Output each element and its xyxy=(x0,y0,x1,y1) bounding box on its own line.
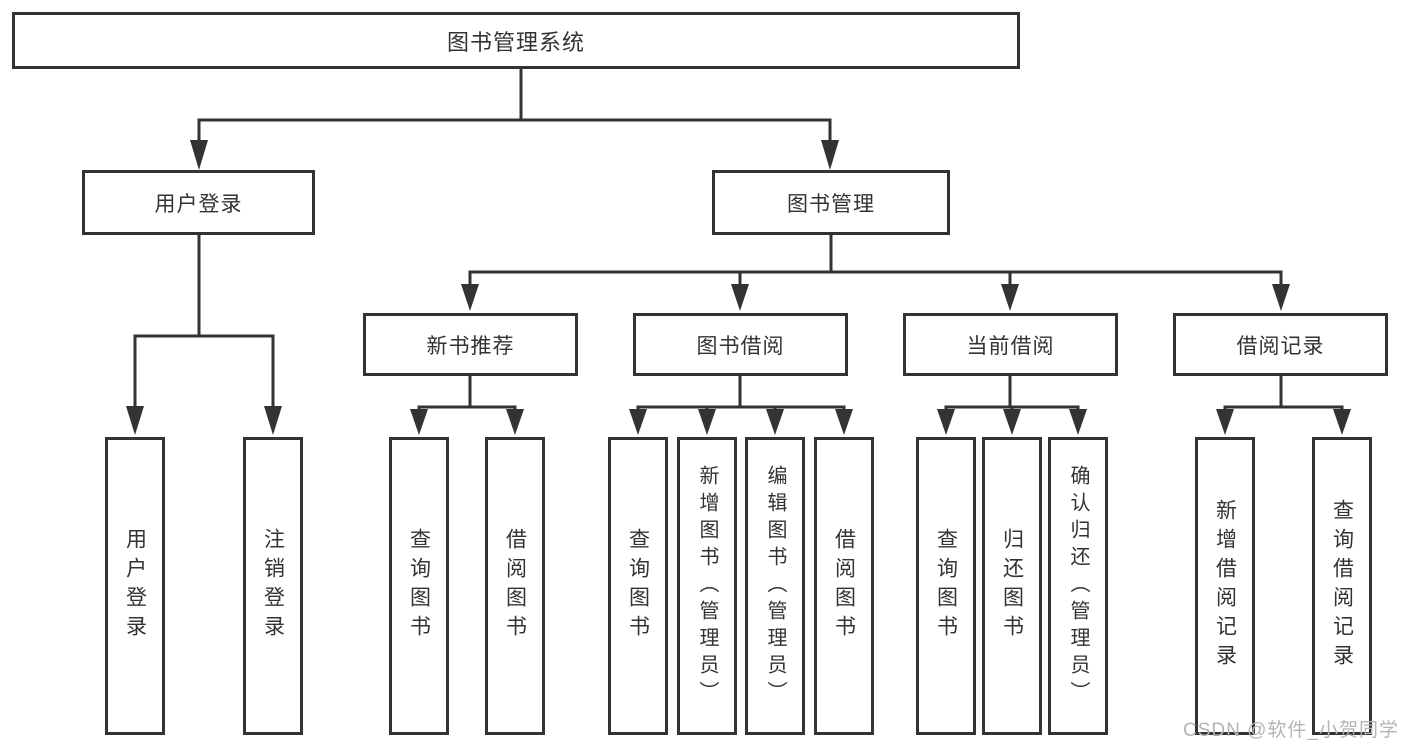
leaf-label: 查询图书 xyxy=(934,528,958,644)
leaf-confirm-return-admin: 确认归还（管理员） xyxy=(1048,437,1108,735)
leaf-query-borrow-record: 查询借阅记录 xyxy=(1312,437,1372,735)
leaf-borrow-books-recommend: 借阅图书 xyxy=(485,437,545,735)
node-current-borrowing: 当前借阅 xyxy=(903,313,1118,376)
node-root-library-system: 图书管理系统 xyxy=(12,12,1020,69)
leaf-query-books-current: 查询图书 xyxy=(916,437,976,735)
leaf-label: 查询借阅记录 xyxy=(1330,499,1354,673)
leaf-borrow-books: 借阅图书 xyxy=(814,437,874,735)
leaf-query-books-borrowing: 查询图书 xyxy=(608,437,668,735)
leaf-label: 编辑图书（管理员） xyxy=(764,464,786,708)
leaf-label: 归还图书 xyxy=(1000,528,1024,644)
leaf-label: 借阅图书 xyxy=(832,528,856,644)
leaf-label: 查询图书 xyxy=(626,528,650,644)
leaf-edit-books-admin: 编辑图书（管理员） xyxy=(745,437,805,735)
watermark-text: CSDN @软件_小贺同学 xyxy=(1183,720,1399,741)
leaf-user-login: 用户登录 xyxy=(105,437,165,735)
node-book-management: 图书管理 xyxy=(712,170,950,235)
leaf-label: 新增图书（管理员） xyxy=(696,464,718,708)
leaf-logout: 注销登录 xyxy=(243,437,303,735)
node-user-login: 用户登录 xyxy=(82,170,315,235)
leaf-add-borrow-record: 新增借阅记录 xyxy=(1195,437,1255,735)
leaf-label: 借阅图书 xyxy=(503,528,527,644)
leaf-label: 注销登录 xyxy=(261,528,285,644)
leaf-label: 新增借阅记录 xyxy=(1213,499,1237,673)
leaf-return-books: 归还图书 xyxy=(982,437,1042,735)
node-new-book-recommend: 新书推荐 xyxy=(363,313,578,376)
node-book-borrowing: 图书借阅 xyxy=(633,313,848,376)
leaf-query-books-recommend: 查询图书 xyxy=(389,437,449,735)
leaf-label: 查询图书 xyxy=(407,528,431,644)
leaf-add-books-admin: 新增图书（管理员） xyxy=(677,437,737,735)
leaf-label: 用户登录 xyxy=(123,528,147,644)
node-borrowing-records: 借阅记录 xyxy=(1173,313,1388,376)
leaf-label: 确认归还（管理员） xyxy=(1067,464,1089,708)
